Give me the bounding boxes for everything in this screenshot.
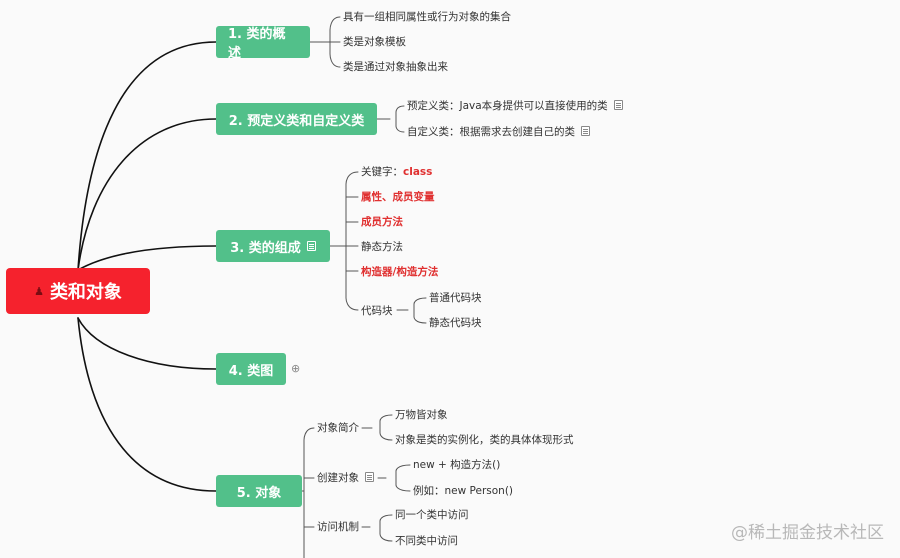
root-node[interactable]: ♟ 类和对象	[6, 268, 150, 314]
leaf-item[interactable]: 类是通过对象抽象出来	[343, 61, 448, 73]
root-label: 类和对象	[49, 282, 122, 303]
leaf-item[interactable]: 自定义类：根据需求去创建自己的类	[407, 125, 590, 139]
subnode-label: 创建对象	[317, 472, 359, 484]
leaf-item[interactable]: 不同类中访问	[395, 535, 458, 547]
note-icon[interactable]	[365, 472, 374, 482]
branch-class-composition[interactable]: 3. 类的组成	[216, 230, 330, 262]
leaf-item[interactable]: 例如：new Person()	[413, 485, 514, 497]
leaf-item[interactable]: 普通代码块	[429, 292, 482, 304]
subnode-create-object[interactable]: 创建对象	[317, 471, 374, 485]
leaf-item[interactable]: 静态代码块	[429, 317, 482, 329]
expand-icon[interactable]: ⊕	[291, 362, 301, 375]
leaf-item[interactable]: 预定义类：Java本身提供可以直接使用的类	[407, 99, 623, 113]
branch-label: 5. 对象	[236, 485, 282, 501]
watermark: @稀土掘金技术社区	[731, 523, 884, 543]
branch-label: 2. 预定义类和自定义类	[228, 113, 365, 129]
branch-label: 3. 类的组成	[230, 240, 301, 256]
leaf-item[interactable]: 静态方法	[361, 241, 403, 253]
branch-label: 4. 类图	[228, 363, 274, 379]
leaf-item[interactable]: 对象是类的实例化，类的具体体现形式	[395, 434, 574, 446]
keyword-prefix: 关键字：	[361, 166, 403, 178]
subnode-code-block[interactable]: 代码块	[361, 305, 393, 317]
note-icon[interactable]	[613, 100, 623, 110]
leaf-label: 自定义类：根据需求去创建自己的类	[407, 126, 575, 138]
branch-predefined-custom-class[interactable]: 2. 预定义类和自定义类	[216, 103, 377, 135]
leaf-connectors	[301, 16, 427, 558]
leaf-item[interactable]: new + 构造方法()	[413, 459, 501, 471]
keyword-value: class	[403, 166, 433, 178]
leaf-item[interactable]: 万物皆对象	[395, 409, 448, 421]
subnode-access-mechanism[interactable]: 访问机制	[317, 521, 359, 533]
leaf-label: 预定义类：Java本身提供可以直接使用的类	[407, 100, 608, 112]
branch-class-overview[interactable]: 1. 类的概述	[216, 26, 310, 61]
leaf-item[interactable]: 同一个类中访问	[395, 509, 469, 521]
leaf-keyword[interactable]: 关键字：class	[361, 165, 432, 179]
note-icon[interactable]	[306, 241, 316, 251]
leaf-item[interactable]: 成员方法	[361, 216, 403, 228]
branch-label: 1. 类的概述	[228, 27, 286, 61]
leaf-item[interactable]: 类是对象模板	[343, 36, 406, 48]
branch-class-diagram[interactable]: 4. 类图	[216, 353, 286, 385]
user-icon: ♟	[34, 284, 44, 298]
root-branch-connectors	[77, 41, 217, 492]
branch-object[interactable]: 5. 对象	[216, 475, 302, 507]
leaf-item[interactable]: 构造器/构造方法	[361, 266, 439, 278]
leaf-item[interactable]: 具有一组相同属性或行为对象的集合	[343, 11, 511, 23]
note-icon[interactable]	[581, 126, 590, 136]
leaf-item[interactable]: 属性、成员变量	[361, 191, 435, 203]
subnode-object-intro[interactable]: 对象简介	[317, 422, 359, 434]
